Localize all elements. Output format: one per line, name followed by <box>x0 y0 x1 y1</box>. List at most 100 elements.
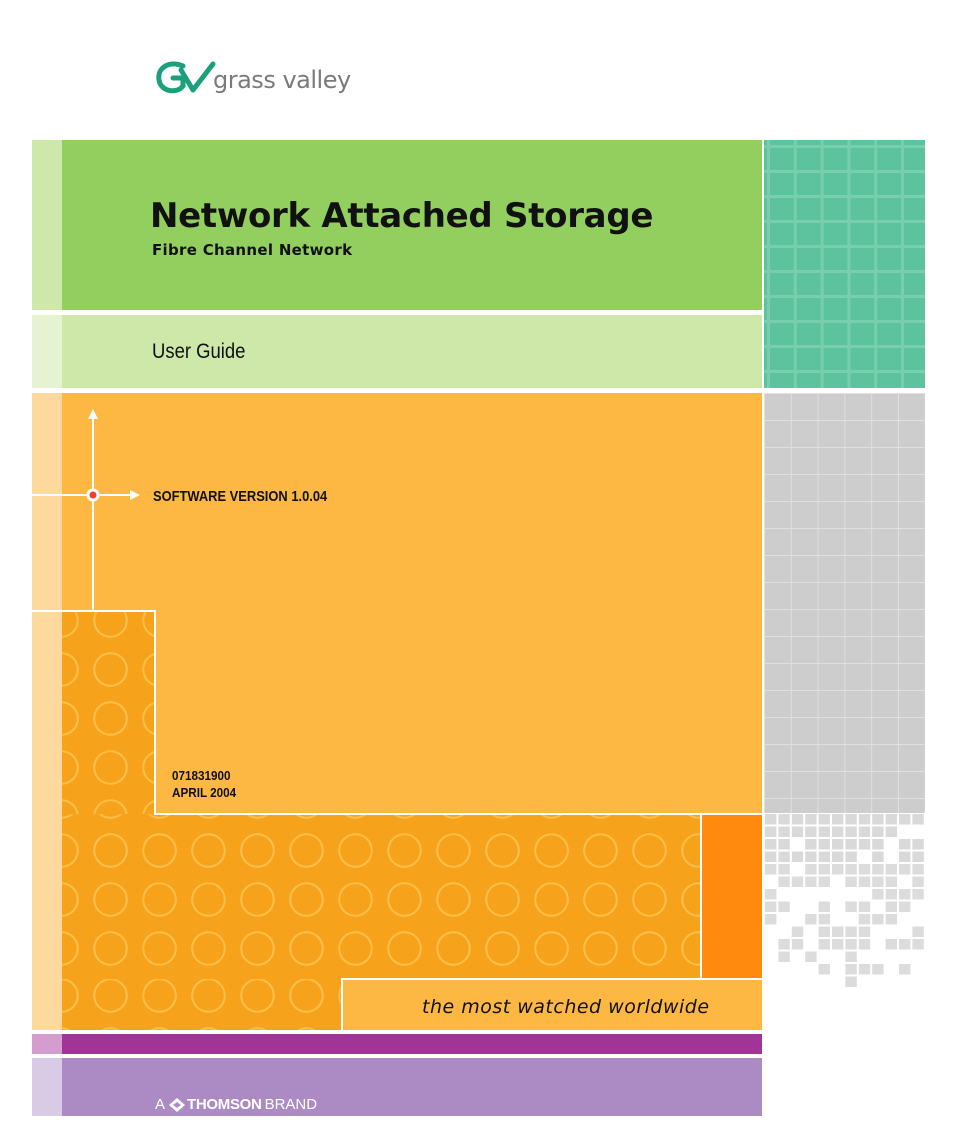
pixel-square <box>765 901 777 912</box>
pixel-square <box>818 839 830 850</box>
purple-strip <box>32 1058 62 1116</box>
pixel-square <box>845 851 857 862</box>
pixel-square <box>778 814 790 825</box>
pixel-square <box>805 876 817 887</box>
circle-pattern-left <box>62 611 154 814</box>
pixel-square <box>765 814 777 825</box>
pixel-square <box>872 914 884 925</box>
pixel-square <box>885 901 897 912</box>
pixel-square <box>791 814 804 825</box>
pixel-dissolve-pattern <box>765 814 924 987</box>
pixel-square <box>858 939 871 950</box>
pixel-square <box>805 951 817 962</box>
pixel-square <box>765 851 777 862</box>
pixel-square <box>858 926 871 937</box>
pixel-square <box>872 876 884 887</box>
thomson-prefix: A <box>155 1096 166 1113</box>
pixel-square <box>845 826 857 837</box>
pixel-square <box>899 864 911 875</box>
pixel-square <box>765 864 777 875</box>
pixel-square <box>832 864 844 875</box>
pixel-square <box>899 889 911 900</box>
pixel-square <box>885 864 897 875</box>
pixel-square <box>818 964 830 975</box>
software-version: SOFTWARE VERSION 1.0.04 <box>153 488 328 505</box>
gray-grid-block <box>764 393 925 813</box>
circle-pattern-lower-left <box>62 979 342 1030</box>
thomson-logo-icon <box>169 1097 186 1112</box>
pixel-square <box>845 939 857 950</box>
pixel-square <box>818 814 830 825</box>
part-number: 071831900 <box>172 768 231 783</box>
pixel-square <box>885 914 897 925</box>
outline-bottom-step <box>154 813 762 815</box>
pixel-square <box>778 901 790 912</box>
guide-type: User Guide <box>152 340 246 363</box>
grass-valley-logo-icon <box>156 61 216 94</box>
pixel-square <box>791 876 804 887</box>
pixel-square <box>845 876 857 887</box>
pixel-square <box>765 914 777 925</box>
pixel-square <box>912 851 924 862</box>
pixel-square <box>872 851 884 862</box>
pixel-square <box>845 926 857 937</box>
pixel-square <box>899 839 911 850</box>
pixel-square <box>832 839 844 850</box>
crosshair-horizontal-line <box>32 494 132 496</box>
thomson-name: THOMSON <box>187 1096 262 1113</box>
outline-lower-step <box>341 978 762 980</box>
pixel-square <box>858 876 871 887</box>
pixel-square <box>872 814 884 825</box>
title-band-strip <box>32 140 62 310</box>
pixel-square <box>818 926 830 937</box>
pixel-square <box>778 864 790 875</box>
pixel-square <box>832 926 844 937</box>
pixel-square <box>805 814 817 825</box>
pixel-square <box>778 851 790 862</box>
pixel-square <box>885 889 897 900</box>
guide-band <box>62 315 762 388</box>
pixel-square <box>818 939 830 950</box>
pixel-square <box>765 826 777 837</box>
pixel-square <box>845 839 857 850</box>
orange-strip <box>32 393 62 1030</box>
pixel-square <box>872 826 884 837</box>
pixel-square <box>832 826 844 837</box>
pixel-square <box>778 826 790 837</box>
pixel-square <box>791 851 804 862</box>
pixel-square <box>858 839 871 850</box>
thomson-brand: A THOMSON BRAND <box>155 1096 317 1113</box>
pixel-square <box>805 914 817 925</box>
logo-text: grass valley <box>213 66 351 94</box>
pixel-square <box>805 864 817 875</box>
pixel-square <box>912 814 924 825</box>
document-title: Network Attached Storage <box>150 196 654 236</box>
pixel-square <box>899 901 911 912</box>
pixel-square <box>832 939 844 950</box>
pixel-square <box>818 826 830 837</box>
pixel-square <box>818 876 830 887</box>
publication-date: APRIL 2004 <box>172 785 237 800</box>
pixel-square <box>818 901 830 912</box>
pixel-square <box>791 826 804 837</box>
pixel-square <box>858 964 871 975</box>
pixel-square <box>885 814 897 825</box>
pixel-square <box>912 926 924 937</box>
pixel-square <box>858 864 871 875</box>
outline-vertical-left <box>154 611 156 815</box>
pixel-square <box>765 889 777 900</box>
outline-lower-vertical <box>341 978 343 1030</box>
pixel-square <box>858 814 871 825</box>
pixel-square <box>858 826 871 837</box>
title-band <box>62 140 762 310</box>
pixel-square <box>912 939 924 950</box>
pixel-square <box>912 889 924 900</box>
outline-top-step <box>32 610 156 612</box>
outline-accent-left <box>700 814 702 979</box>
pixel-square <box>845 964 857 975</box>
tagline: the most watched worldwide <box>422 996 710 1018</box>
grass-valley-logo: grass valley <box>155 60 355 100</box>
pixel-square <box>845 814 857 825</box>
pixel-square <box>912 876 924 887</box>
pixel-square <box>765 839 777 850</box>
